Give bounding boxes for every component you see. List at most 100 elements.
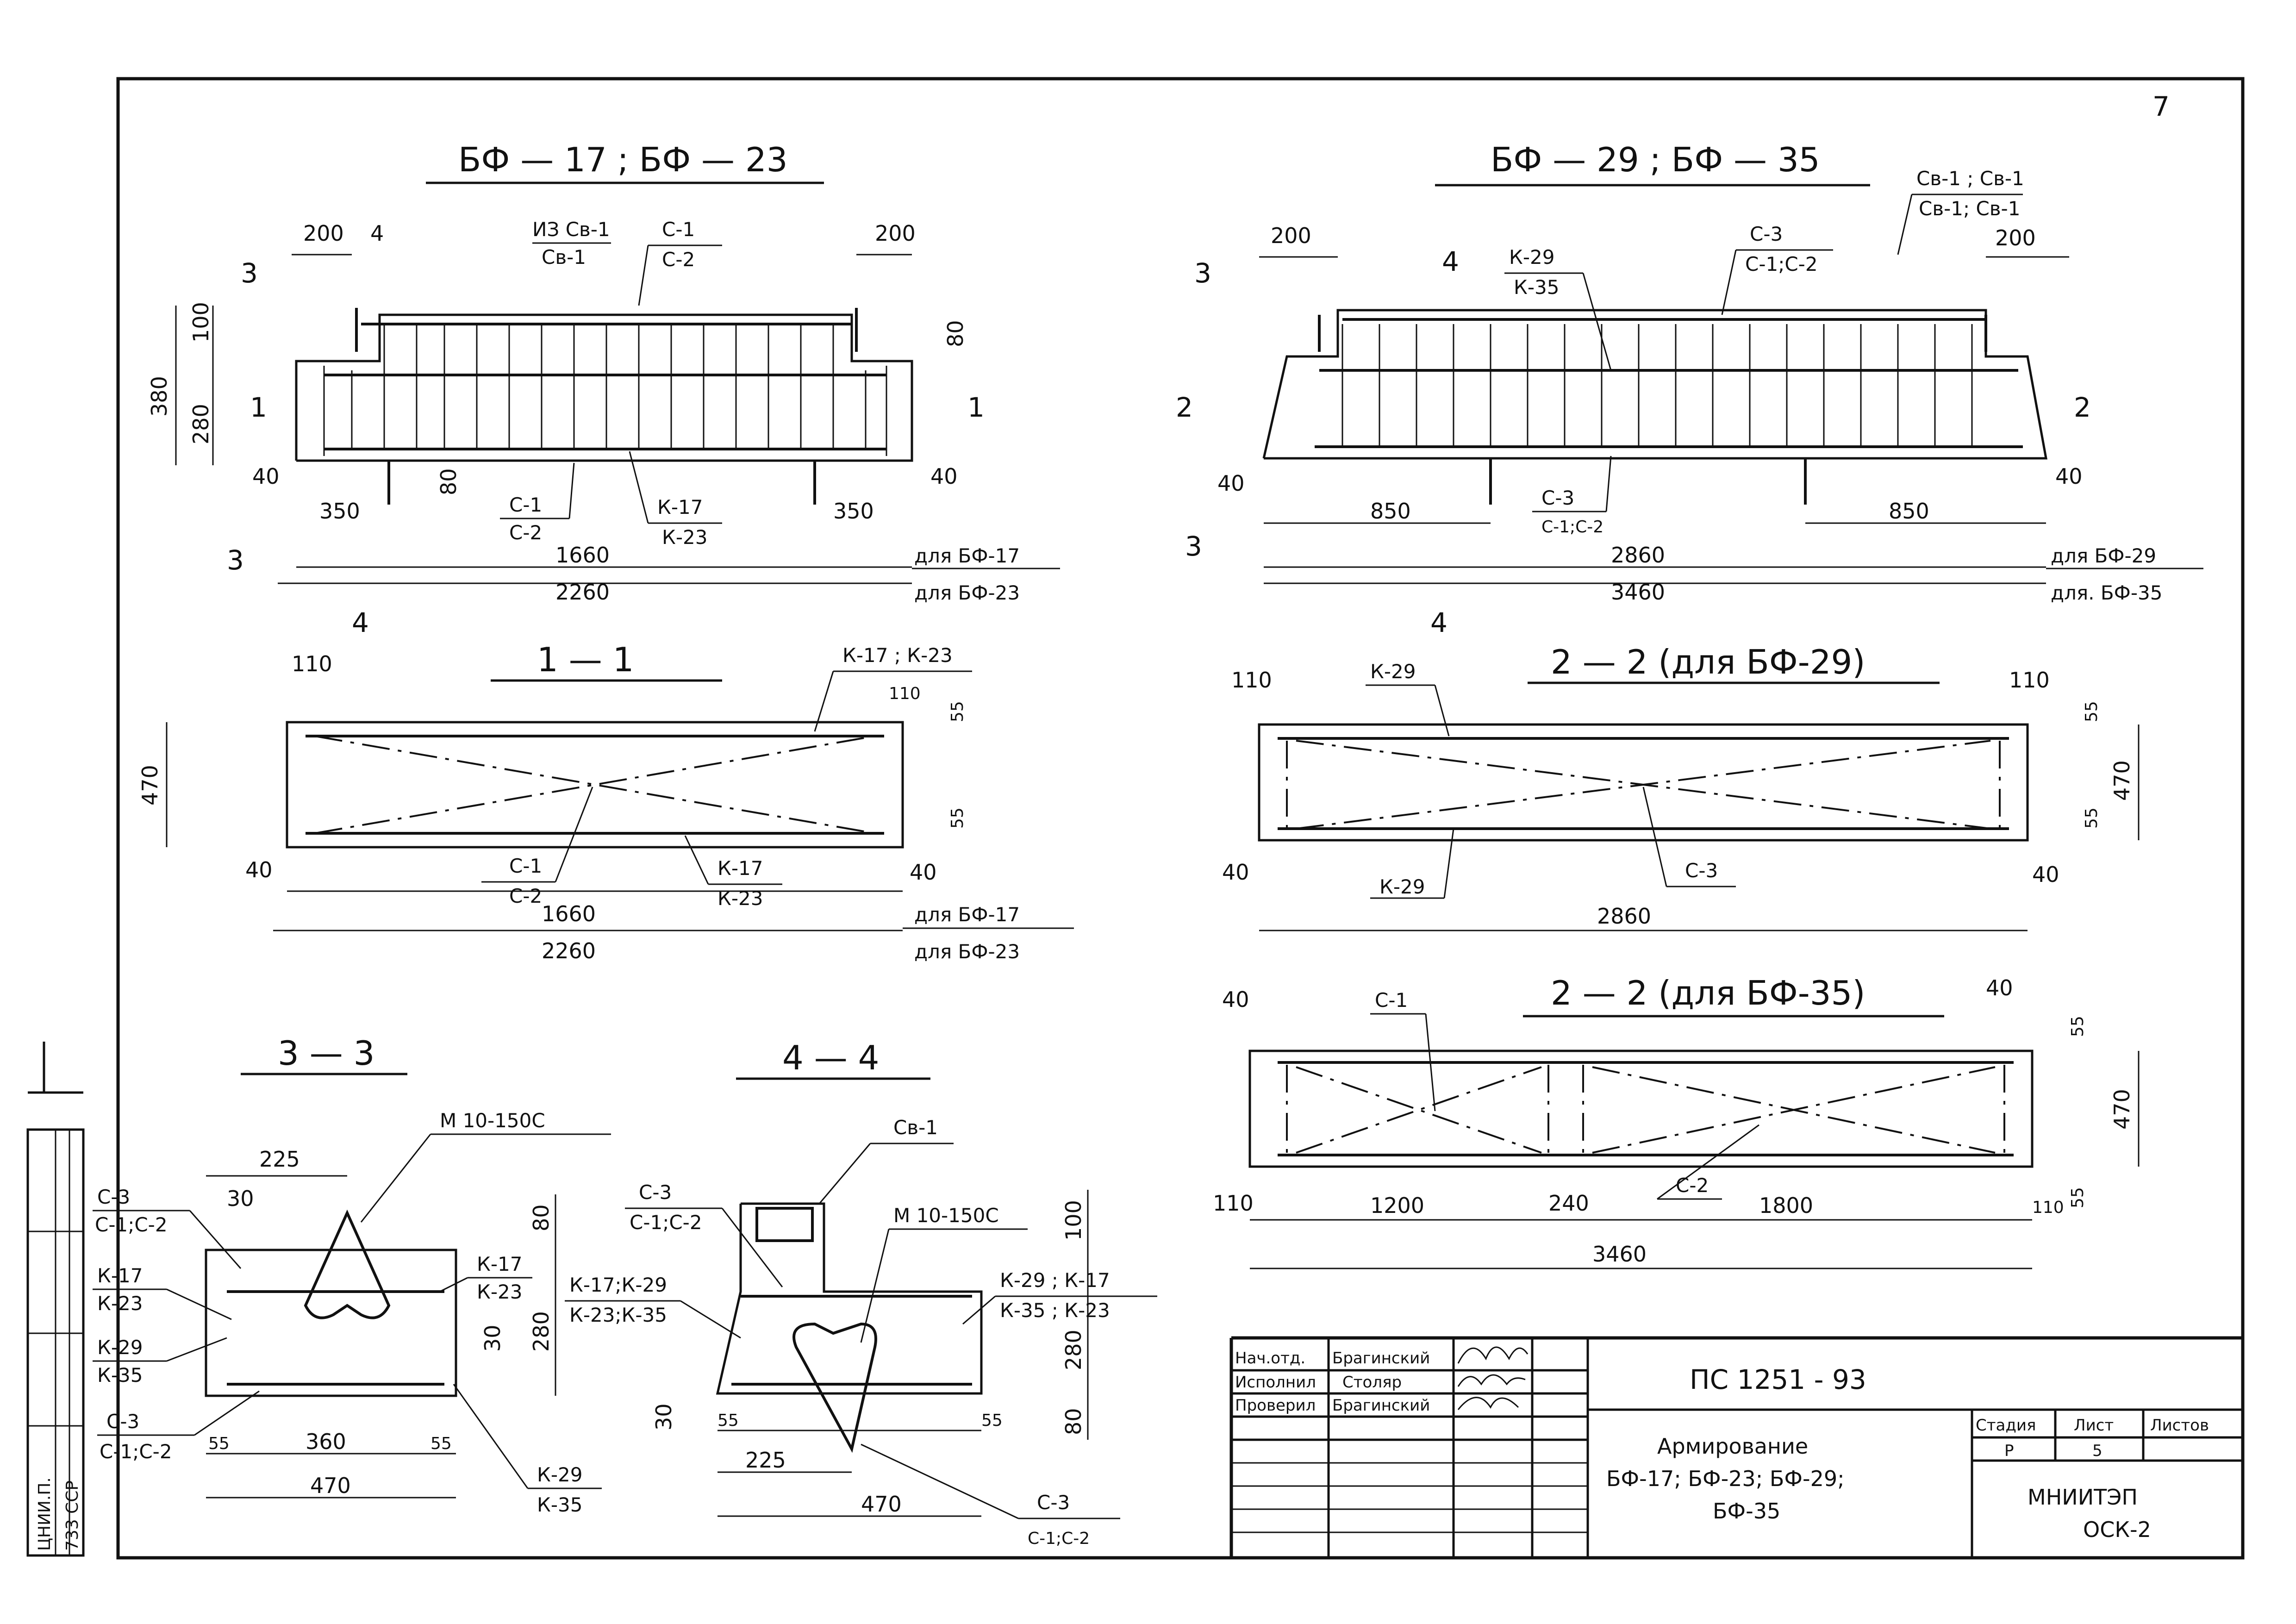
section-outline — [716, 1202, 983, 1395]
tb-role: Проверил — [1235, 1396, 1316, 1415]
dim-1660: 1660 — [542, 901, 596, 926]
label-k23: К-23 — [662, 526, 707, 549]
dim-470: 470 — [2109, 760, 2134, 801]
label-sv1: Св-1 — [893, 1116, 938, 1139]
dim-470: 470 — [137, 765, 162, 806]
section-title: 1 — 1 — [537, 640, 634, 679]
label-sv1-top: ИЗ Св-1 — [532, 218, 610, 241]
dim-200: 200 — [303, 221, 344, 246]
label-c1: С-1 — [662, 218, 695, 241]
section-2-2-bf35: 2 — 2 (для БФ-35) 40 40 С-1 55 55 470 С-… — [1213, 974, 2140, 1269]
dim-55: 55 — [2082, 807, 2101, 829]
dim-850: 850 — [1370, 499, 1411, 524]
dim-40: 40 — [2032, 862, 2059, 887]
label-k29: К-29 — [1370, 660, 1416, 683]
note-for-bf17: для БФ-17 — [914, 544, 1020, 567]
label-m10-150c: М 10-150С — [893, 1204, 999, 1227]
dim-1800: 1800 — [1759, 1193, 1813, 1218]
label-k17: К-17 — [657, 496, 703, 518]
section-outline — [1258, 723, 2029, 842]
label-c2: С-2 — [662, 248, 695, 271]
dim-110: 110 — [2009, 668, 2050, 693]
label-c3: С-3 — [639, 1181, 672, 1204]
dim-2860: 2860 — [1597, 904, 1651, 929]
dim-110: 110 — [292, 651, 332, 676]
dim-3460: 3460 — [1611, 580, 1665, 605]
section-2-2-bf29: 2 — 2 (для БФ-29) 110 110 К-29 55 55 470… — [1222, 643, 2140, 931]
view-title: БФ — 29 ; БФ — 35 — [1491, 140, 1820, 179]
label-k17: К-17 — [97, 1264, 143, 1287]
label-k35: К-35 — [537, 1493, 582, 1516]
label-k29: К-29 — [537, 1463, 582, 1486]
dim-200: 200 — [875, 221, 916, 246]
dim-110: 110 — [1231, 668, 1272, 693]
section-4-4: 4 — 4 Св-1 М 10-150С С-3 С-1;С-2 К-17;К-… — [565, 1038, 1157, 1548]
section-mark-1: 1 — [250, 392, 267, 423]
signature — [1457, 1397, 1519, 1410]
dim-110: 110 — [2032, 1198, 2064, 1217]
section-title: 4 — 4 — [782, 1038, 879, 1077]
sheet-frame — [116, 77, 2245, 1560]
signature — [1457, 1346, 1529, 1364]
tb-name: Брагинский — [1332, 1349, 1430, 1368]
section-outline — [1248, 1049, 2034, 1168]
dim-280: 280 — [188, 404, 213, 444]
label-k17: К-17 — [718, 857, 763, 880]
view-bf17-bf23: БФ — 17 ; БФ — 23 200 4 2 — [147, 140, 1060, 638]
dim-80: 80 — [436, 468, 461, 495]
tb-organization: МНИИТЭП — [2028, 1485, 2138, 1510]
label-k23: К-23 — [97, 1292, 143, 1315]
section-mark-4: 4 — [1430, 607, 1447, 638]
view-bf29-bf35: БФ — 29 ; БФ — 35 200 4 200 3 К-29 К-35 — [1176, 140, 2203, 638]
dim-40: 40 — [930, 464, 958, 489]
section-mark-2: 2 — [2074, 392, 2091, 423]
tb-role: Исполнил — [1235, 1373, 1316, 1392]
label-c1-c2: С-1;С-2 — [1028, 1529, 1090, 1548]
label-c3: С-3 — [1685, 859, 1718, 882]
side-stamp: ЦНИИ.П. 733 ССР — [26, 1042, 85, 1557]
dim-225: 225 — [259, 1147, 300, 1172]
tb-doc-code: ПС 1251 - 93 — [1690, 1364, 1866, 1395]
dim-55: 55 — [430, 1434, 452, 1453]
label-k23: К-23 — [718, 887, 763, 910]
side-stamp-line-2: 733 ССР — [63, 1480, 82, 1551]
label-k23-k35: К-23;К-35 — [569, 1304, 667, 1326]
dim-470: 470 — [2109, 1089, 2134, 1130]
label-c1-c2: С-1;С-2 — [95, 1213, 168, 1236]
label-c1: С-1 — [1375, 989, 1408, 1012]
section-mark-3: 3 — [1185, 531, 1202, 562]
dim-40: 40 — [252, 464, 280, 489]
section-outline — [286, 721, 904, 849]
side-stamp-line-1: ЦНИИ.П. — [35, 1477, 54, 1551]
dim-110: 110 — [1213, 1191, 1254, 1216]
dim-80: 80 — [943, 320, 968, 347]
beam-outline — [295, 313, 913, 462]
tb-sheets-head: Листов — [2150, 1416, 2209, 1435]
label-c3: С-3 — [1750, 223, 1783, 245]
label-c1-c2: С-1;С-2 — [630, 1211, 702, 1234]
label-m10-150c: М 10-150С — [440, 1109, 545, 1132]
signature — [1457, 1374, 1526, 1387]
note-for-bf35: для. БФ-35 — [2051, 581, 2162, 604]
beam-outline — [1262, 309, 2047, 460]
label-c1: С-1 — [509, 855, 542, 877]
dim-1660: 1660 — [555, 543, 610, 568]
tb-name: Столяр — [1342, 1373, 1402, 1392]
dim-40: 40 — [1986, 975, 2013, 1000]
stirrups — [1341, 324, 1973, 447]
label-sv1-bottom: Св-1 — [542, 246, 586, 269]
dim-470: 470 — [861, 1492, 902, 1517]
dim-55: 55 — [2082, 701, 2101, 722]
label-k35: К-35 — [97, 1364, 143, 1387]
label-k23: К-23 — [477, 1280, 522, 1303]
tb-sheet: 5 — [2092, 1442, 2103, 1460]
note-for-bf29: для БФ-29 — [2051, 544, 2156, 567]
section-3-3: 3 — 3 225 30 М 10-150С 80 280 30 С-3 С-1… — [93, 1034, 611, 1516]
dim-110: 110 — [889, 684, 921, 703]
dim-3460: 3460 — [1592, 1242, 1647, 1267]
note-for-bf23: для БФ-23 — [914, 940, 1020, 963]
dim-2260: 2260 — [555, 580, 610, 605]
loop-bar — [304, 1209, 391, 1319]
label-k29: К-29 — [1509, 246, 1554, 269]
